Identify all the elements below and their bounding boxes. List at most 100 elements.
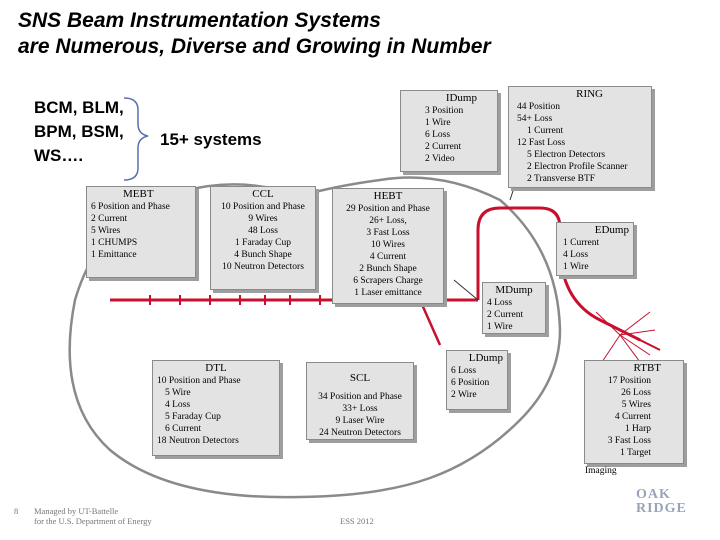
idump-line: 2 Video <box>425 154 455 164</box>
mdump-pointer <box>453 279 479 301</box>
mebt-heading: MEBT <box>123 188 154 200</box>
title-line-2: are Numerous, Diverse and Growing in Num… <box>18 35 491 58</box>
ring-box: RING 44 Position 54+ Loss 1 Current 12 F… <box>508 86 652 188</box>
target-starburst <box>595 311 656 363</box>
hebt-line: 3 Fast Loss <box>366 228 410 238</box>
ccl-line: 1 Faraday Cup <box>235 238 291 248</box>
edump-line: 1 Wire <box>563 262 589 272</box>
rtbt-line: 1 Harp <box>624 424 651 434</box>
ldump-box: LDump 6 Loss 6 Position 2 Wire <box>446 350 508 410</box>
hebt-line: 6 Scrapers Charge <box>353 276 423 286</box>
hebt-heading: HEBT <box>373 190 403 202</box>
mebt-line: 1 CHUMPS <box>91 238 138 248</box>
title-line-1: SNS Beam Instrumentation Systems <box>18 9 381 32</box>
rtbt-line: Imaging <box>585 466 617 476</box>
ldump-branch <box>418 299 442 346</box>
ring-line: 5 Electron Detectors <box>527 150 606 160</box>
ring-line: 12 Fast Loss <box>517 138 566 148</box>
dtl-line: 4 Loss <box>165 400 191 410</box>
ldump-heading: LDump <box>468 352 503 364</box>
edump-box: EDump 1 Current 4 Loss 1 Wire <box>556 222 634 276</box>
dtl-line: 5 Faraday Cup <box>165 412 221 422</box>
rtbt-line: 5 Wires <box>621 400 651 410</box>
scl-line: 33+ Loss <box>342 404 378 414</box>
ccl-line: 9 Wires <box>248 214 278 224</box>
mebt-line: 2 Current <box>91 214 128 224</box>
instrument-list-line-1: BCM, BLM, <box>34 98 124 117</box>
edump-line: 1 Current <box>563 238 600 248</box>
dtl-box: DTL 10 Position and Phase 5 Wire 4 Loss … <box>152 360 280 456</box>
mebt-line: 6 Position and Phase <box>91 202 170 212</box>
scl-line: 9 Laser Wire <box>335 416 385 426</box>
managed-by: Managed by UT-Battelle for the U.S. Depa… <box>34 506 152 526</box>
hebt-line: 1 Laser emittance <box>354 288 422 298</box>
ring-line: 2 Electron Profile Scanner <box>527 162 628 172</box>
managed-by-line-2: for the U.S. Department of Energy <box>34 516 152 526</box>
page-number: 8 <box>14 506 19 516</box>
ccl-line: 10 Neutron Detectors <box>222 262 304 272</box>
rtbt-box: RTBT 17 Position 26 Loss 5 Wires 4 Curre… <box>584 360 684 476</box>
ring-heading: RING <box>576 88 603 100</box>
rtbt-heading: RTBT <box>633 362 661 374</box>
hebt-line: 29 Position and Phase <box>346 204 430 214</box>
edump-heading: EDump <box>594 224 629 236</box>
rtbt-line: 17 Position <box>607 376 651 386</box>
dtl-line: 5 Wire <box>165 388 191 398</box>
instrument-list: BCM, BLM, BPM, BSM, WS…. <box>34 96 124 168</box>
hebt-line: 26+ Loss, <box>369 216 407 226</box>
mdump-line: 4 Loss <box>487 298 513 308</box>
ccl-line: 4 Bunch Shape <box>234 250 292 260</box>
scl-line: 34 Position and Phase <box>318 392 402 402</box>
logo-line-1: OAK <box>636 487 671 502</box>
systems-label: 15+ systems <box>160 130 262 149</box>
scl-box: SCL 34 Position and Phase 33+ Loss 9 Las… <box>306 362 414 440</box>
ccl-line: 10 Position and Phase <box>221 202 305 212</box>
oak-ridge-logo: OAK RIDGE <box>636 488 687 516</box>
mebt-line: 1 Emittance <box>91 250 137 260</box>
hebt-line: 2 Bunch Shape <box>359 264 417 274</box>
rtbt-line: 3 Fast Loss <box>607 436 651 446</box>
ring-line: 2 Transverse BTF <box>527 174 596 184</box>
logo-line-2: RIDGE <box>636 501 687 516</box>
dtl-line: 18 Neutron Detectors <box>157 436 239 446</box>
ccl-box: CCL 10 Position and Phase 9 Wires 48 Los… <box>210 186 316 290</box>
ldump-line: 6 Loss <box>451 366 477 376</box>
mebt-box: MEBT 6 Position and Phase 2 Current 5 Wi… <box>86 186 196 278</box>
ring-line: 1 Current <box>527 126 564 136</box>
idump-line: 3 Position <box>425 106 464 116</box>
mdump-box: MDump 4 Loss 2 Current 1 Wire <box>482 282 546 334</box>
mebt-line: 5 Wires <box>91 226 121 236</box>
rtbt-line: 1 Target <box>620 448 651 458</box>
mdump-heading: MDump <box>495 284 533 296</box>
edump-line: 4 Loss <box>563 250 589 260</box>
dtl-line: 6 Current <box>165 424 202 434</box>
hebt-line: 4 Current <box>369 252 407 262</box>
idump-line: 2 Current <box>425 142 462 152</box>
rtbt-line: 4 Current <box>614 412 651 422</box>
idump-heading: IDump <box>445 92 477 104</box>
dtl-line: 10 Position and Phase <box>157 376 241 386</box>
scl-heading: SCL <box>349 372 371 384</box>
hebt-line: 10 Wires <box>370 240 405 250</box>
brace <box>123 97 149 181</box>
page-title: SNS Beam Instrumentation Systems are Num… <box>18 8 491 60</box>
ccl-line: 48 Loss <box>248 226 278 236</box>
ring-line: 44 Position <box>517 102 561 112</box>
footer-center: ESS 2012 <box>340 516 374 526</box>
instrument-list-line-2: BPM, BSM, <box>34 122 124 141</box>
idump-line: 1 Wire <box>425 118 451 128</box>
managed-by-line-1: Managed by UT-Battelle <box>34 506 119 516</box>
ldump-line: 6 Position <box>451 378 490 388</box>
mdump-line: 2 Current <box>487 310 524 320</box>
dtl-heading: DTL <box>205 362 227 374</box>
scl-line: 24 Neutron Detectors <box>319 428 401 438</box>
idump-box: IDump 3 Position 1 Wire 6 Loss 2 Current… <box>400 90 498 172</box>
instrument-list-line-3: WS…. <box>34 146 84 165</box>
hebt-box: HEBT 29 Position and Phase 26+ Loss, 3 F… <box>332 188 444 304</box>
mdump-line: 1 Wire <box>487 322 513 332</box>
ccl-heading: CCL <box>252 188 274 200</box>
ldump-line: 2 Wire <box>451 390 477 400</box>
ring-line: 54+ Loss <box>517 114 553 124</box>
idump-line: 6 Loss <box>425 130 451 140</box>
rtbt-line: 26 Loss <box>621 388 651 398</box>
